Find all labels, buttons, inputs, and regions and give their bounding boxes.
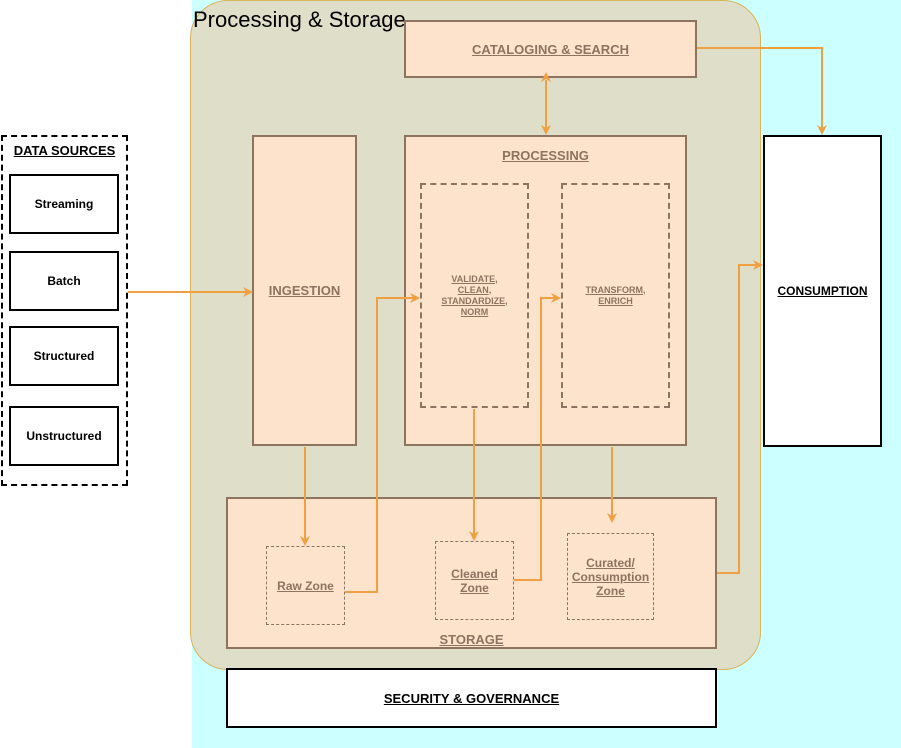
region-title: Processing & Storage bbox=[193, 7, 406, 32]
source-structured[interactable]: Structured bbox=[9, 326, 119, 386]
validate-clean-step[interactable]: VALIDATE, CLEAN, STANDARDIZE, NORM bbox=[420, 183, 529, 408]
consumption-box[interactable]: CONSUMPTION bbox=[763, 135, 882, 447]
storage-box[interactable] bbox=[226, 497, 717, 649]
cataloging-search-box[interactable]: CATALOGING & SEARCH bbox=[404, 20, 697, 78]
arrow-storage-to-consumption bbox=[717, 260, 763, 574]
storage-title: STORAGE bbox=[439, 632, 504, 647]
cleaned-zone[interactable]: Cleaned Zone bbox=[435, 541, 514, 620]
curated-consumption-zone[interactable]: Curated/ Consumption Zone bbox=[567, 533, 654, 620]
source-batch[interactable]: Batch bbox=[9, 251, 119, 311]
processing-box[interactable] bbox=[404, 135, 687, 446]
transform-enrich-step[interactable]: TRANSFORM, ENRICH bbox=[561, 183, 670, 408]
processing-title: PROCESSING bbox=[502, 148, 589, 163]
arrow-cleaned-to-transform bbox=[514, 293, 561, 581]
source-streaming[interactable]: Streaming bbox=[9, 174, 119, 234]
ingestion-box[interactable]: INGESTION bbox=[252, 135, 357, 446]
raw-zone[interactable]: Raw Zone bbox=[266, 546, 345, 625]
arrow-catalog-to-consumption bbox=[697, 47, 827, 135]
security-governance-box[interactable]: SECURITY & GOVERNANCE bbox=[226, 668, 717, 728]
arrow-raw-to-validate bbox=[345, 293, 420, 593]
source-unstructured[interactable]: Unstructured bbox=[9, 406, 119, 466]
data-sources-title: DATA SOURCES bbox=[13, 143, 116, 158]
